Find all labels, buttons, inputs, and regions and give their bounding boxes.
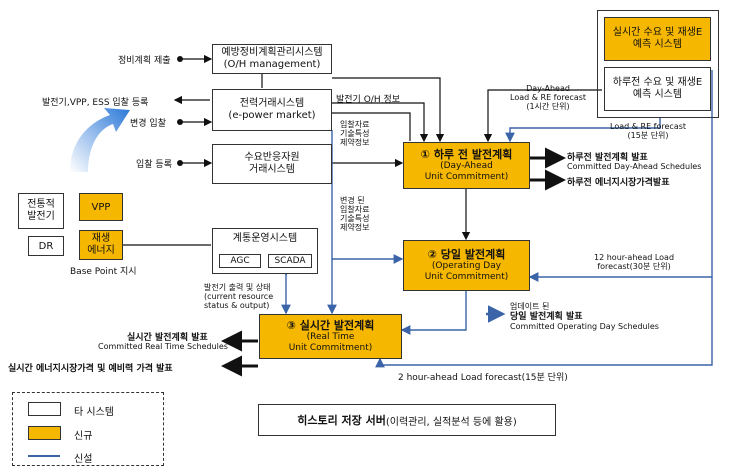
gen-status-l2: (current resource <box>204 292 274 301</box>
da-forecast-subtitle: 예측 시스템 <box>632 89 683 100</box>
hour12-label: 12 hour-ahead Load forecast(30분 단위) <box>594 253 674 271</box>
da-forecast-title: 하루전 수요 및 재생E <box>612 77 703 88</box>
day-ahead-title: ① 하루 전 발전계획 <box>420 148 513 162</box>
agc-box[interactable]: AGC <box>219 254 261 268</box>
day-ahead-plan[interactable]: ① 하루 전 발전계획 (Day-Ahead Unit Commitment) <box>403 142 530 189</box>
legend-other-label: 타 시스템 <box>74 407 114 418</box>
bid-data-l2: 기술특성 <box>340 129 370 138</box>
da-forecast-l1: Day-Ahead <box>526 84 570 93</box>
history-server-desc: (이력관리, 실적분석 등에 활용) <box>385 416 517 428</box>
rt-out1-en: Committed Real Time Schedules <box>98 342 228 351</box>
operating-day-plan[interactable]: ② 당일 발전계획 (Operating Day Unit Commitment… <box>403 240 530 291</box>
load-re-forecast-label: Load & RE forecast (15분 단위) <box>610 122 686 140</box>
legend-new-label: 신규 <box>74 431 93 442</box>
conventional-l2: 발전기 <box>27 211 55 222</box>
om-system-title: 예방정비계획관리시스템 <box>221 47 323 58</box>
load-re-l1: Load & RE forecast <box>610 122 687 131</box>
da-forecast-label: Day-Ahead Load & RE forecast (1시간 단위) <box>510 84 586 111</box>
day-ahead-en2: Unit Commitment) <box>424 172 509 183</box>
scada-box[interactable]: SCADA <box>268 254 312 268</box>
renewable-l1: 재생 <box>91 233 111 244</box>
od-out-l2: 당일 발전계획 발표 <box>510 312 583 322</box>
renewable-box[interactable]: 재생 에너지 <box>79 230 123 260</box>
changed-bid-l3: 기술특성 <box>340 214 370 223</box>
conventional-l1: 전통적 <box>27 199 55 210</box>
dr-trading-system[interactable]: 수요반응자원 거래시스템 <box>212 144 332 184</box>
od-out-l1: 업데이트 된 <box>510 302 550 311</box>
bid-data-l1: 입찰자료 <box>340 120 370 129</box>
rt-forecast-subtitle: 예측 시스템 <box>632 39 683 50</box>
da-out2: 하루전 에너지시장가격발표 <box>567 178 670 188</box>
renewable-l2: 에너지 <box>87 245 115 256</box>
epower-subtitle: (e-power market) <box>228 110 316 121</box>
dr-system-title: 수요반응자원 <box>244 152 300 163</box>
hour12-l2: forecast(30분 단위) <box>597 262 671 271</box>
agc-label: AGC <box>230 256 250 266</box>
operating-day-title: ② 당일 발전계획 <box>427 248 506 262</box>
gen-oh-info-label: 발전기 O/H 정보 <box>336 95 401 105</box>
changed-bid-l1: 변경 된 <box>340 196 365 205</box>
changed-bid-data-block: 변경 된 입찰자료 기술특성 제약정보 <box>340 196 369 232</box>
vpp-box[interactable]: VPP <box>79 193 123 221</box>
operating-day-en1: (Operating Day <box>431 261 502 272</box>
od-out-label: 업데이트 된 당일 발전계획 발표 Committed Operating Da… <box>510 302 659 332</box>
om-management-system[interactable]: 예방정비계획관리시스템 (O/H management) <box>212 44 332 74</box>
gen-status-label: 발전기 출력 및 상태 (current resource status & o… <box>204 283 273 310</box>
dr-label: DR <box>38 240 54 252</box>
dr-system-subtitle: 거래시스템 <box>249 164 295 175</box>
day-ahead-en1: (Day-Ahead <box>440 161 493 172</box>
da-forecast-system[interactable]: 하루전 수요 및 재생E 예측 시스템 <box>604 67 711 111</box>
rt-out2: 실시간 에너지시장가격 및 예비력 가격 발표 <box>8 364 173 374</box>
real-time-en2: Unit Commitment) <box>288 343 373 354</box>
dr-box[interactable]: DR <box>28 236 64 256</box>
real-time-title: ③ 실시간 발전계획 <box>286 319 375 333</box>
da-out1-en: Committed Day-Ahead Schedules <box>567 162 702 171</box>
real-time-plan[interactable]: ③ 실시간 발전계획 (Real Time Unit Commitment) <box>259 314 402 359</box>
rt-forecast-title: 실시간 수요 및 재생E <box>612 27 703 38</box>
forecast-system-group <box>597 10 719 118</box>
bid-data-l3: 제약정보 <box>340 138 370 147</box>
history-server-title: 히스토리 저장 서버 <box>297 414 386 427</box>
legend-new-swatch <box>28 426 61 440</box>
bid-register-label: 발전기,VPP, ESS 입찰 등록 <box>42 98 149 108</box>
od-out-l3: Committed Operating Day Schedules <box>510 322 659 331</box>
changed-bid-l2: 입찰자료 <box>340 205 370 214</box>
changed-bid-l4: 제약정보 <box>340 223 370 232</box>
vpp-label: VPP <box>91 201 111 213</box>
real-time-en1: (Real Time <box>306 332 355 343</box>
bid-data-block: 입찰자료 기술특성 제약정보 <box>340 120 369 147</box>
legend-other-swatch <box>28 402 61 416</box>
base-point-label: Base Point 지시 <box>70 267 137 277</box>
maint-submit-label: 정비계획 제출 <box>118 56 171 66</box>
ems-title: 계통운영시스템 <box>232 233 298 244</box>
history-server-box[interactable]: 히스토리 저장 서버 (이력관리, 실적분석 등에 활용) <box>258 404 556 436</box>
hour2-label: 2 hour-ahead Load forecast(15분 단위) <box>398 373 568 383</box>
rt-forecast-system[interactable]: 실시간 수요 및 재생E 예측 시스템 <box>604 17 711 61</box>
da-forecast-l2: Load & RE forecast <box>510 93 587 102</box>
epower-title: 전력거래시스템 <box>239 98 305 109</box>
conventional-gen-box[interactable]: 전통적 발전기 <box>18 193 64 229</box>
legend-new-line-label: 신설 <box>74 454 93 465</box>
epower-market-system[interactable]: 전력거래시스템 (e-power market) <box>212 89 332 131</box>
bid-register2-label: 입찰 등록 <box>136 160 172 170</box>
om-system-subtitle: (O/H management) <box>223 59 321 70</box>
load-re-l2: (15분 단위) <box>627 131 669 140</box>
da-forecast-l3: (1시간 단위) <box>526 102 570 111</box>
scada-label: SCADA <box>274 256 306 266</box>
rt-out1-ko: 실시간 발전계획 발표 <box>127 333 208 343</box>
hour12-l1: 12 hour-ahead Load <box>594 253 675 262</box>
operating-day-en2: Unit Commitment) <box>424 272 509 283</box>
da-out1-ko: 하루전 발전계획 발표 <box>567 153 648 163</box>
change-bid-label: 변경 입찰 <box>130 119 166 129</box>
legend-box <box>12 392 164 466</box>
gen-status-l1: 발전기 출력 및 상태 <box>204 283 271 292</box>
gen-status-l3: status & output) <box>204 301 270 310</box>
